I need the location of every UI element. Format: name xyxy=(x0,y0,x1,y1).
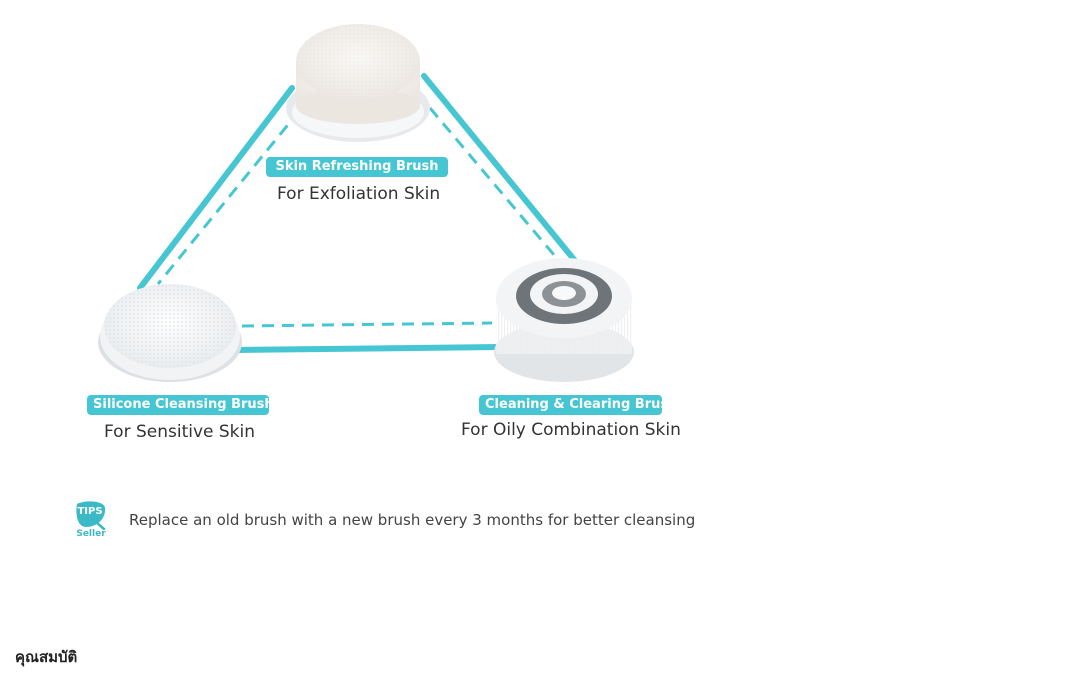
silicone-cleansing-brush-image xyxy=(98,284,242,382)
skin-refreshing-brush-caption: For Exfoliation Skin xyxy=(277,184,441,204)
seller-tip-text: Replace an old brush with a new brush ev… xyxy=(129,511,696,529)
seller-tips-badge: TIPS Seller xyxy=(74,500,110,542)
leaf-icon xyxy=(76,501,106,530)
features-heading: คุณสมบัติ xyxy=(15,648,78,666)
skin-refreshing-brush-tag: Skin Refreshing Brush xyxy=(266,157,448,177)
tips-badge-label: TIPS xyxy=(77,506,103,517)
silicone-cleansing-brush-caption: For Sensitive Skin xyxy=(104,422,256,442)
triangle-solid-outline xyxy=(137,73,579,353)
cleaning-clearing-brush-image xyxy=(494,258,634,382)
skin-refreshing-brush-image xyxy=(286,24,430,142)
tips-badge-seller: Seller xyxy=(76,529,106,539)
cleaning-clearing-brush-tag: Cleaning & Clearing Brush xyxy=(479,395,677,415)
silicone-cleansing-brush-tag: Silicone Cleansing Brush xyxy=(87,395,274,415)
cleaning-clearing-brush-caption: For Oily Combination Skin xyxy=(461,420,681,440)
triangle-dashed-outline xyxy=(156,107,562,328)
